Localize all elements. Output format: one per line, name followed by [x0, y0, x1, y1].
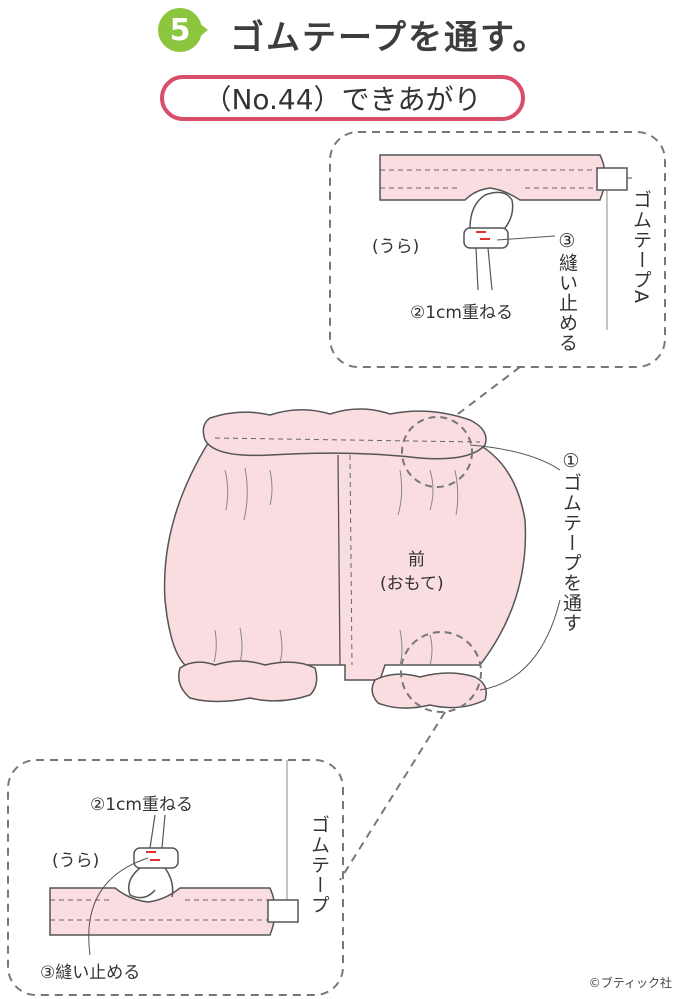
bloomers-waistband: [202, 408, 487, 460]
front-label: 前: [408, 550, 425, 570]
page-title: ゴムテープを通す。: [230, 18, 549, 58]
copyright: ©ブティック社: [588, 976, 672, 990]
bottom-elastic-end: [267, 899, 299, 923]
bloomers-body: [163, 439, 527, 681]
top-inset-frame: [329, 131, 666, 368]
leg-detail-circle: [400, 631, 482, 713]
top-back-side-label: (うら): [372, 237, 420, 257]
subtitle-text: （No.44）できあがり: [203, 83, 482, 116]
bottom-back-side-label: (うら): [52, 851, 100, 871]
front-side-label: (おもて): [380, 574, 444, 594]
step-badge-arrow: [198, 22, 208, 38]
top-stitch-label: ③縫い止める: [555, 230, 578, 353]
top-elastic-end: [596, 167, 628, 191]
top-elastic-loop: [469, 191, 514, 229]
subtitle-pill: （No.44）できあがり: [160, 75, 525, 121]
bottom-inset-band: [49, 887, 276, 936]
waist-detail-circle: [401, 416, 473, 488]
bottom-stitch-label: ③縫い止める: [40, 963, 141, 983]
right-leg-cuff: [371, 672, 487, 709]
top-overlap-label: ②1cm重ねる: [410, 303, 513, 323]
bottom-loop-ring: [133, 847, 179, 869]
thread-elastic-label: ①ゴムテープを通す: [559, 450, 582, 633]
step-number-badge: 5: [158, 8, 202, 52]
top-elastic-label: ゴムテープA: [629, 190, 652, 304]
bottom-elastic-loop: [128, 867, 156, 899]
left-leg-cuff: [178, 660, 318, 703]
bottom-inset-frame: [7, 759, 344, 996]
bottom-elastic-label: ゴムテープ: [307, 815, 330, 915]
bottom-overlap-label: ②1cm重ねる: [90, 795, 193, 815]
